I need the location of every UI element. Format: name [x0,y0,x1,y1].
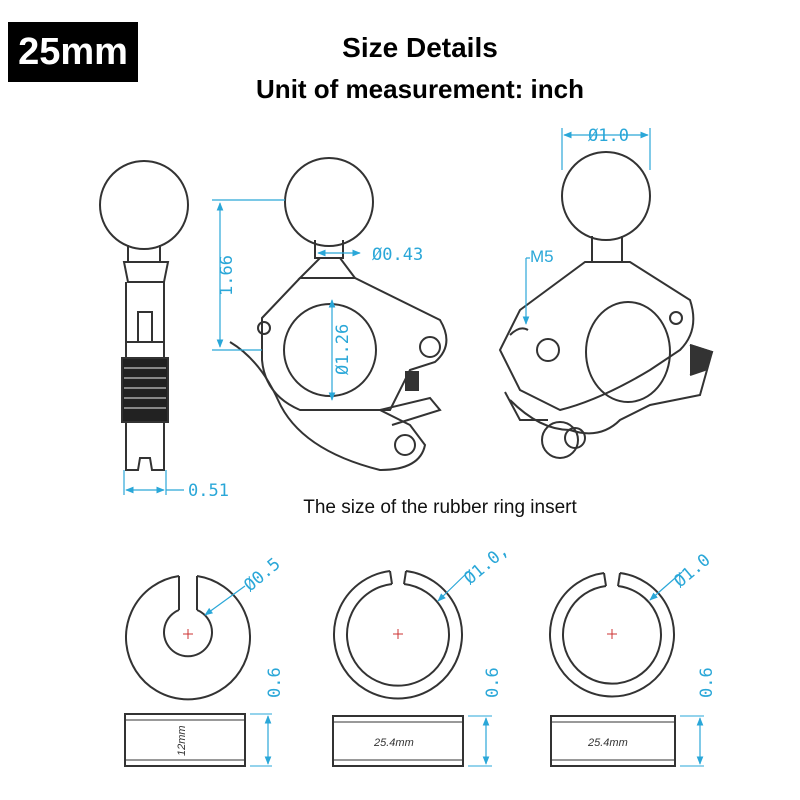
insert-1-inner-label: 12mm [176,725,188,756]
neck-diameter-label: Ø0.43 [372,245,423,265]
insert-2-height: 0.6 [483,667,503,698]
insert-2 [332,569,492,767]
insert-caption: The size of the rubber ring insert [303,497,577,518]
bore-diameter-label: Ø1.26 [333,324,353,375]
insert-3-inner-label: 25.4mm [587,737,628,749]
insert-3-height: 0.6 [697,667,717,698]
insert-1-height: 0.6 [265,667,285,698]
ball-front [284,157,374,247]
insert-1 [124,575,272,767]
screw-label: M5 [530,247,554,266]
page-subtitle: Unit of measurement: inch [256,74,584,104]
insert-3-side [550,715,676,767]
insert-1-side [124,713,246,767]
insert-2-diameter: Ø1.0, [460,541,512,589]
insert-2-inner-label: 25.4mm [373,737,414,749]
thickness-label: 0.51 [188,481,229,501]
insert-3-diameter: Ø1.0 [670,550,714,592]
dimension-lines [123,128,651,495]
ball-perspective [561,151,651,241]
insert-1-outer [125,575,251,701]
insert-2-side [332,715,464,767]
page-title: Size Details [342,32,498,63]
bore-perspective [585,301,671,403]
clamp-front-view [229,157,448,472]
insert-1-diameter: Ø0.5 [240,554,284,596]
insert-3 [549,571,704,767]
clamp-side-view [99,160,189,471]
size-badge: 25mm [8,22,138,82]
clamp-perspective-view [498,151,714,459]
height-label: 1.66 [217,255,237,296]
ball-side [99,160,189,250]
bore-front [283,303,377,397]
ball-diameter-label: Ø1.0 [588,126,629,146]
